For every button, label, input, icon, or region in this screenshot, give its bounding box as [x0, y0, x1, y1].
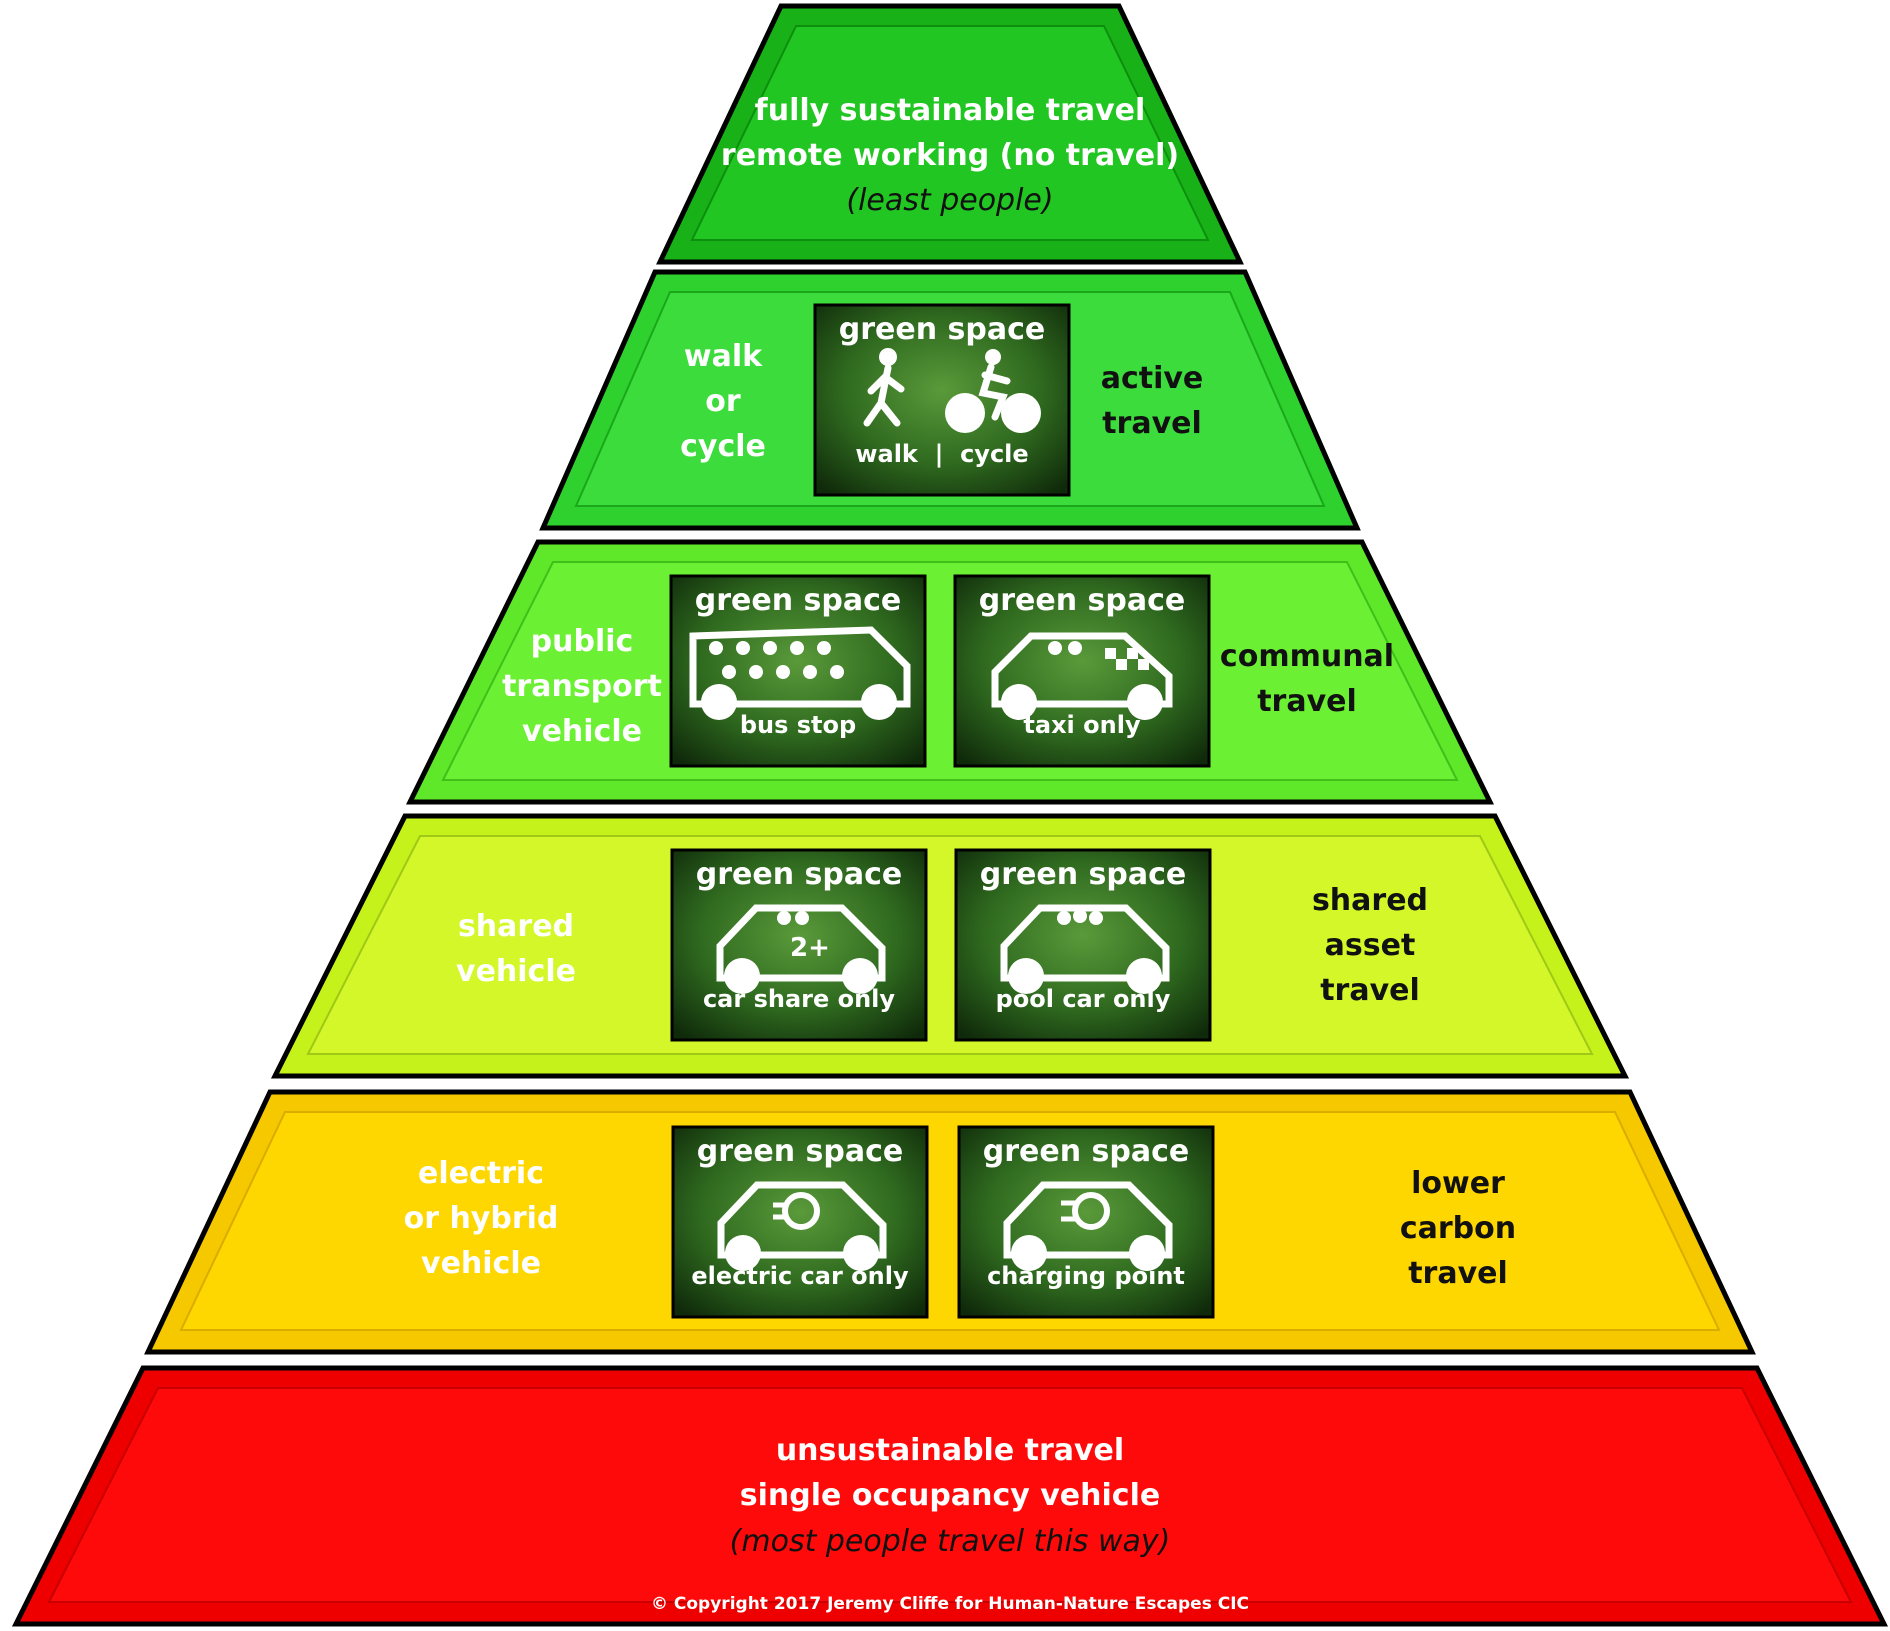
- tier-3-left-line-1: public: [531, 624, 634, 659]
- sign-title: green space: [980, 857, 1186, 892]
- tier-1-note: (least people): [846, 183, 1053, 218]
- sign-title: green space: [979, 583, 1185, 618]
- tier-5-left-line-2: or hybrid: [404, 1201, 559, 1236]
- green-space-sign-pool-car-only: green space pool car only: [954, 848, 1212, 1042]
- tier-5-left-line-3: vehicle: [421, 1246, 541, 1281]
- tier-2-left-line-1: walk: [684, 339, 763, 374]
- tier-6-bevel: [47, 1387, 1853, 1603]
- green-space-sign-charging-point: green space charging point: [957, 1125, 1215, 1319]
- tier-5-right-line-1: lower: [1411, 1166, 1505, 1201]
- tier-3-right-line-2: travel: [1257, 684, 1357, 719]
- taxi-icon: [991, 632, 1173, 720]
- tier-1-fully-sustainable: fully sustainable travel remote working …: [656, 3, 1244, 265]
- tier-4-shared-asset-travel: shared vehicle shared asset travel green…: [270, 813, 1630, 1079]
- tier-6-title: unsustainable travel: [776, 1433, 1124, 1468]
- tier-4-left-line-1: shared: [458, 909, 574, 944]
- sign-title: green space: [697, 1134, 903, 1169]
- sign-caption: walk | cycle: [855, 440, 1028, 468]
- sign-caption: taxi only: [1023, 711, 1141, 739]
- tier-4-bevel: [306, 835, 1594, 1055]
- tier-3-left-line-2: transport: [502, 669, 662, 704]
- charging-car-icon: [1003, 1181, 1173, 1271]
- tier-2-left-line-3: cycle: [680, 429, 766, 464]
- green-space-sign-car-share-only: green space 2+ car share only: [670, 848, 928, 1042]
- car-share-badge: 2+: [790, 933, 830, 963]
- green-space-sign-electric-car-only: green space electric car only: [671, 1125, 929, 1319]
- sign-caption: charging point: [987, 1262, 1185, 1290]
- car-share-icon: 2+: [716, 904, 886, 994]
- sign-caption: electric car only: [691, 1262, 909, 1290]
- green-space-sign-bus-stop: green space bus stop: [669, 574, 927, 768]
- sign-caption: bus stop: [740, 711, 856, 739]
- sign-caption: pool car only: [996, 985, 1171, 1013]
- electric-car-icon: [717, 1181, 887, 1271]
- tier-2-left-line-2: or: [705, 384, 741, 419]
- sign-title: green space: [983, 1134, 1189, 1169]
- bus-icon: [689, 626, 911, 720]
- tier-5-lower-carbon-travel: electric or hybrid vehicle lower carbon …: [144, 1089, 1756, 1355]
- tier-1-title: fully sustainable travel: [755, 93, 1146, 128]
- sign-title: green space: [839, 312, 1045, 347]
- sign-title: green space: [695, 583, 901, 618]
- pool-car-icon: [1000, 904, 1170, 994]
- tier-6-note: (most people travel this way): [730, 1524, 1171, 1559]
- tier-1-bevel: [690, 25, 1210, 241]
- green-space-sign-walk-cycle: green space walk | cycle: [813, 303, 1071, 497]
- tier-3-right-line-1: communal: [1220, 639, 1394, 674]
- tier-5-bevel: [179, 1111, 1721, 1331]
- tier-5-right-line-2: carbon: [1400, 1211, 1516, 1246]
- tier-1-subtitle: remote working (no travel): [721, 138, 1179, 173]
- tier-4-right-line-1: shared: [1312, 883, 1428, 918]
- tier-3-left-line-3: vehicle: [522, 714, 642, 749]
- tier-3-communal-travel: public transport vehicle communal travel…: [405, 539, 1495, 805]
- tier-2-right-line-1: active: [1101, 361, 1204, 396]
- tier-6-unsustainable-travel: unsustainable travel single occupancy ve…: [11, 1365, 1889, 1627]
- tier-5-right-line-3: travel: [1408, 1256, 1508, 1291]
- walk-cycle-icon: [863, 348, 1041, 433]
- tier-5-left-line-1: electric: [418, 1156, 544, 1191]
- tier-2-active-travel: walk or cycle active travel green space …: [539, 269, 1361, 531]
- copyright-notice: © Copyright 2017 Jeremy Cliffe for Human…: [651, 1594, 1249, 1614]
- tier-6-subtitle: single occupancy vehicle: [740, 1478, 1160, 1513]
- tier-4-right-line-2: asset: [1325, 928, 1416, 963]
- tier-4-left-line-2: vehicle: [456, 954, 576, 989]
- tier-4-right-line-3: travel: [1320, 973, 1420, 1008]
- sign-caption: car share only: [703, 985, 895, 1013]
- sign-title: green space: [696, 857, 902, 892]
- green-space-sign-taxi-only: green space taxi only: [953, 574, 1211, 768]
- tier-2-right-line-2: travel: [1102, 406, 1202, 441]
